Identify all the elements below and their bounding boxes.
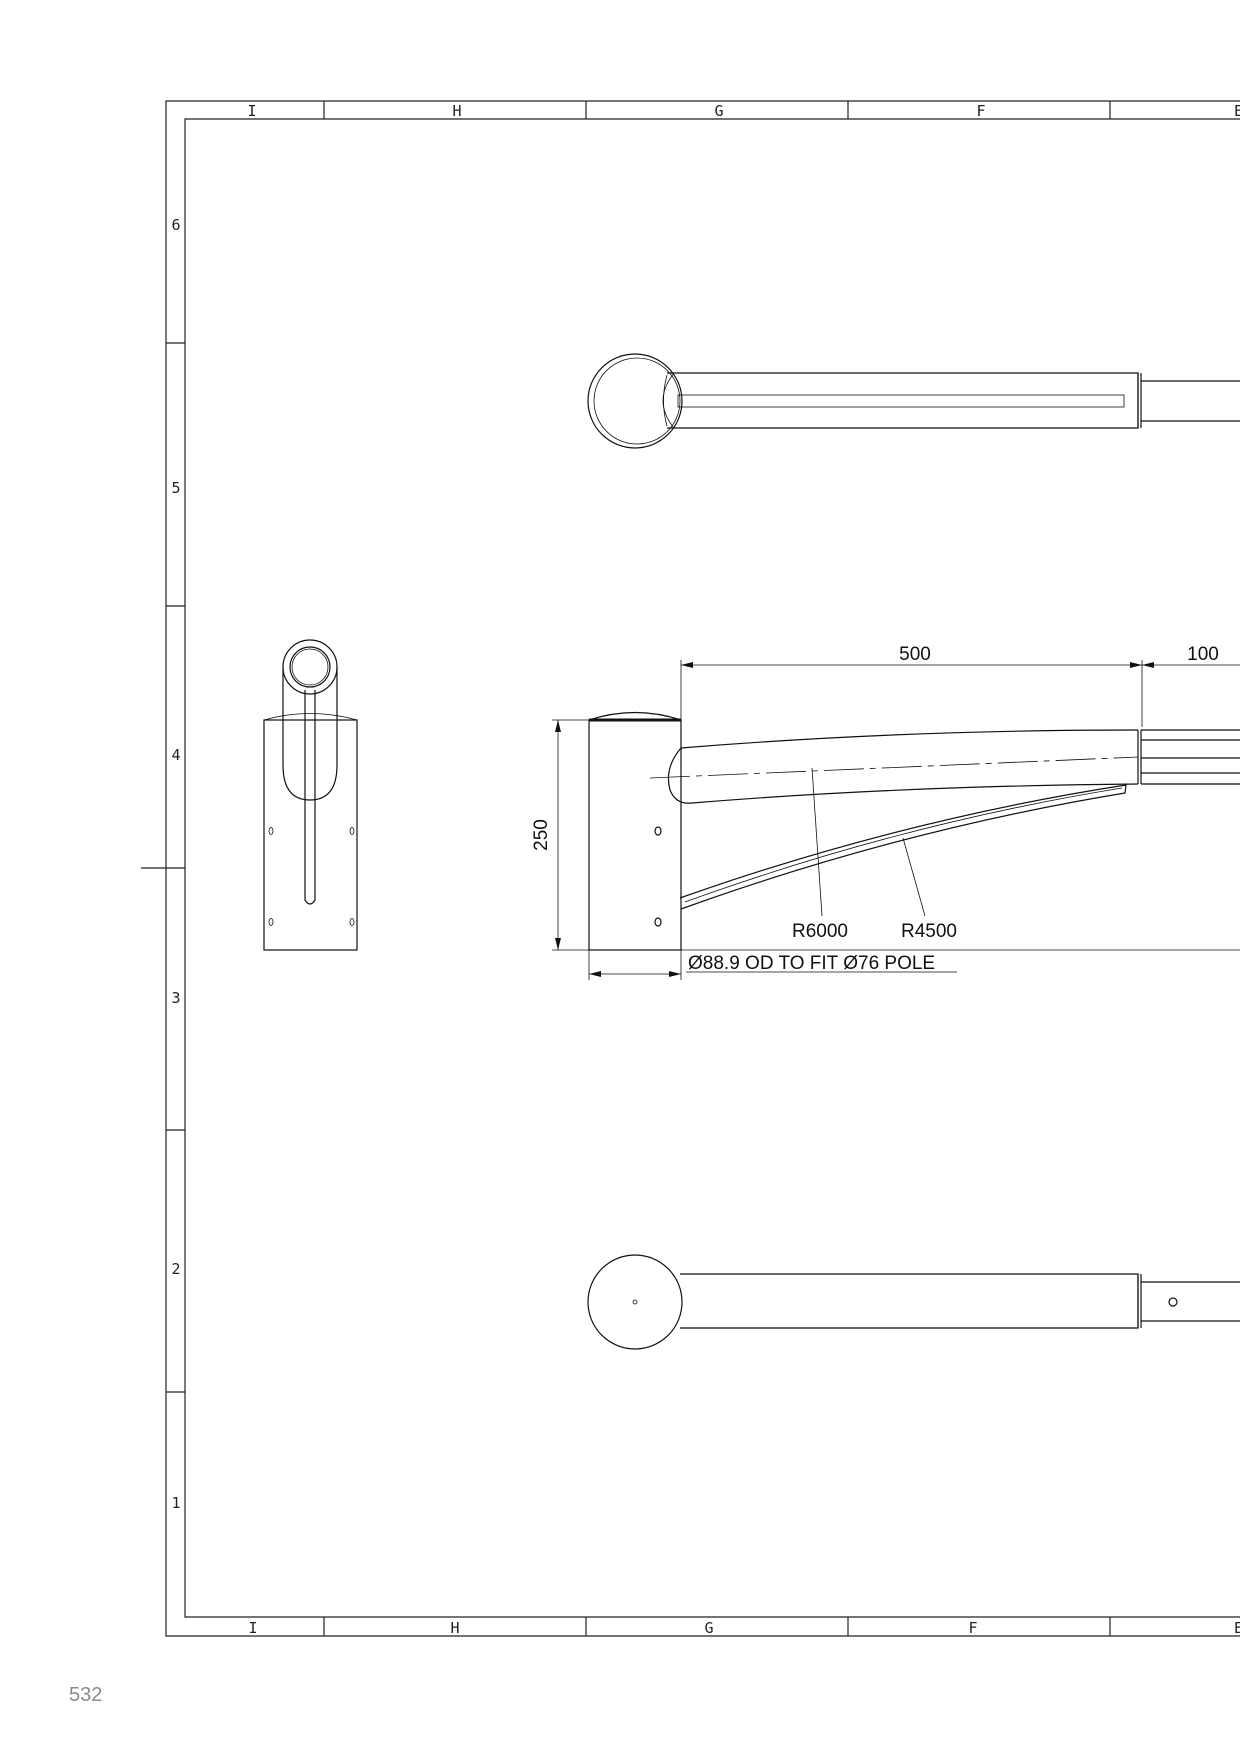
top-view xyxy=(587,353,1240,449)
zone-label-row-3: 3 xyxy=(171,989,180,1007)
zone-label-top-i: I xyxy=(247,102,256,120)
bottom-view xyxy=(587,1254,1240,1350)
side-view xyxy=(588,711,1240,951)
zone-label-top-g: G xyxy=(714,102,723,120)
dimension-extension-length: 100 xyxy=(1187,644,1219,665)
zone-label-row-2: 2 xyxy=(171,1260,180,1278)
dimension-arm-length: 500 xyxy=(899,644,931,665)
dimension-lines xyxy=(552,660,1240,980)
sleeve-note: Ø88.9 OD TO FIT Ø76 POLE xyxy=(688,953,935,974)
radius-label-lower: R4500 xyxy=(901,921,957,942)
zone-label-row-6: 6 xyxy=(171,216,180,234)
end-view xyxy=(263,639,358,951)
zone-label-bottom-e: E xyxy=(1234,1619,1240,1637)
zone-label-bottom-i: I xyxy=(248,1619,257,1637)
zone-label-bottom-f: F xyxy=(968,1619,977,1637)
zone-label-bottom-g: G xyxy=(704,1619,713,1637)
zone-label-top-f: F xyxy=(976,102,985,120)
zone-label-row-1: 1 xyxy=(171,1494,180,1512)
zone-label-top-h: H xyxy=(452,102,461,120)
zone-label-bottom-h: H xyxy=(450,1619,459,1637)
radius-label-upper: R6000 xyxy=(792,921,848,942)
zone-label-row-5: 5 xyxy=(171,479,180,497)
zone-label-top-e: E xyxy=(1234,102,1240,120)
zone-label-row-4: 4 xyxy=(171,746,180,764)
page-number: 532 xyxy=(69,1684,103,1706)
dimension-sleeve-height: 250 xyxy=(531,819,552,851)
drawing-frame xyxy=(141,100,1240,1637)
